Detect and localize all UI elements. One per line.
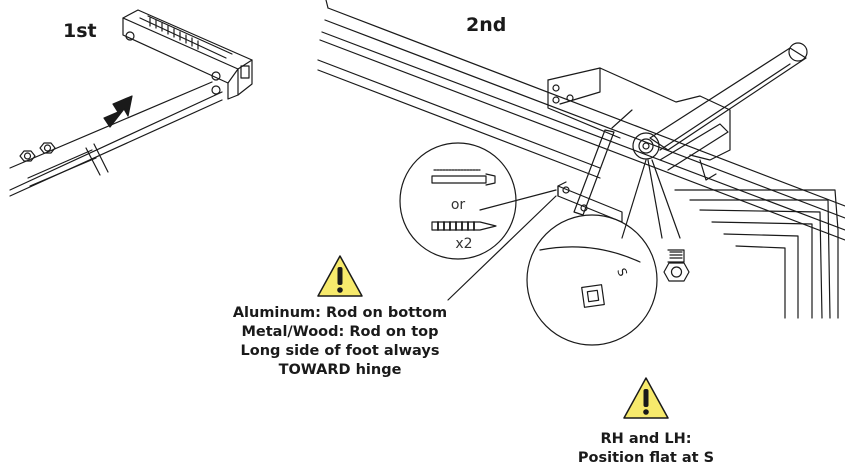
rod-warning-line: Metal/Wood: Rod on top [241, 324, 439, 340]
flat-detail-callout [526, 214, 658, 346]
rod-warning-line: Long side of foot always [240, 343, 440, 359]
rod-warning-text: Aluminum: Rod on bottom Metal/Wood: Rod … [190, 304, 490, 380]
step-2-label: 2nd [466, 14, 507, 36]
closer-arm [632, 42, 808, 171]
flat-warning-text: RH and LH: Position flat at S [556, 430, 736, 468]
hex-bolt-icon [663, 249, 690, 282]
step1-nuts [19, 142, 56, 162]
insert-arrow-icon [103, 95, 133, 128]
rivet-icon [431, 175, 487, 184]
warning-icon [317, 255, 363, 297]
screw-icon [431, 221, 497, 231]
flat-warning-line: Position flat at S [577, 450, 715, 466]
forearm-rod-and-foot [557, 129, 623, 223]
fasteners-callout [399, 142, 517, 260]
door-frame [317, 0, 845, 319]
square-flat-icon [581, 284, 605, 308]
rod-warning-line: TOWARD hinge [278, 362, 402, 378]
flat-warning-line: RH and LH: [600, 431, 692, 447]
step1-rod-assembly [9, 9, 253, 197]
door-closer-body [547, 67, 731, 181]
rod-warning-line: Aluminum: Rod on bottom [232, 305, 448, 321]
or-label: or [451, 197, 466, 213]
s-mark-label: S [614, 266, 630, 278]
step-1-label: 1st [63, 20, 97, 42]
quantity-label: x2 [455, 236, 472, 252]
warning-icon-flat [623, 377, 669, 419]
